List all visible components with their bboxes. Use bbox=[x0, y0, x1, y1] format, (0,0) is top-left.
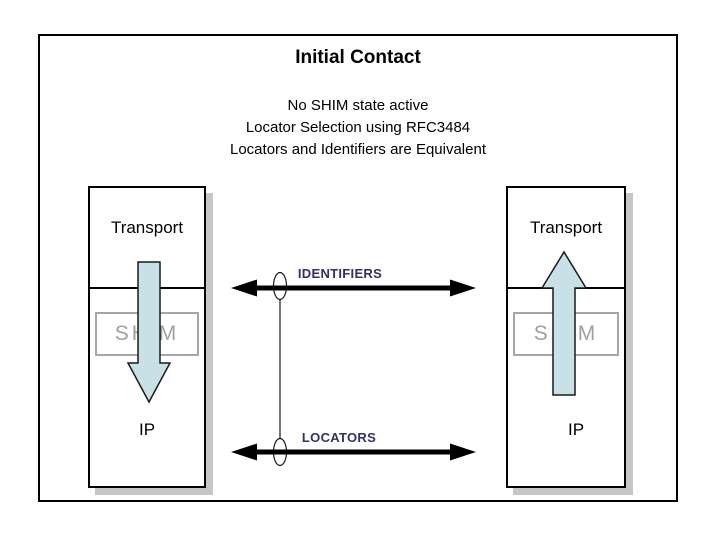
transport-label-left: Transport bbox=[110, 218, 184, 237]
ip-label-left: IP bbox=[138, 420, 156, 439]
transport-label-right: Transport bbox=[529, 218, 603, 237]
subtitle-line-3: Locators and Identifiers are Equivalent bbox=[230, 141, 486, 158]
layer-divider-right bbox=[508, 287, 624, 289]
ip-label-right: IP bbox=[567, 420, 585, 439]
shim-layer-right: SHIM bbox=[513, 312, 619, 356]
shim-layer-left: SHIM bbox=[95, 312, 199, 356]
protocol-stack-left: Transport SHIM IP bbox=[88, 186, 206, 488]
slide-title: Initial Contact bbox=[295, 47, 421, 68]
subtitle-line-2: Locator Selection using RFC3484 bbox=[245, 119, 471, 136]
identifiers-label: IDENTIFIERS bbox=[297, 266, 383, 281]
shim-label-left: SHIM bbox=[114, 322, 180, 345]
subtitle-line-1: No SHIM state active bbox=[287, 97, 429, 114]
protocol-stack-right: Transport SHIM IP bbox=[506, 186, 626, 488]
shim-label-right: SHIM bbox=[533, 322, 599, 345]
locators-label: LOCATORS bbox=[301, 430, 377, 445]
layer-divider-left bbox=[90, 287, 204, 289]
slide-subtitle: No SHIM state active Locator Selection u… bbox=[38, 95, 678, 161]
